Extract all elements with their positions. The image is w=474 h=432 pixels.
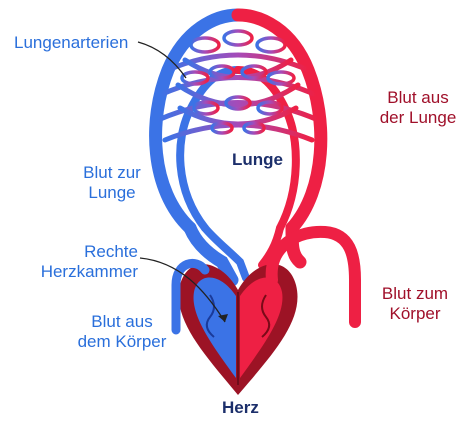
label-blut-aus-dem-koerper: Blut aus dem Körper [72, 312, 172, 353]
lung-network [149, 8, 328, 235]
label-blut-zur-lunge-line2: Lunge [88, 183, 136, 203]
pulmonary-artery-trunk [183, 221, 239, 287]
pointer-rechte-herzkammer [139, 257, 226, 323]
pointer-lungenarterien [137, 41, 187, 79]
label-blut-zur-lunge-line1: Blut zur [83, 163, 141, 182]
label-blut-aus-lunge-line1: Blut aus [387, 88, 449, 107]
label-blut-aus-der-lunge: Blut aus der Lunge [368, 88, 468, 129]
label-blut-aus-koerper-line2: dem Körper [77, 332, 167, 352]
label-rechte-line2: Herzkammer [40, 262, 138, 282]
pulmonary-artery-outer-arc [149, 8, 245, 235]
heart [178, 264, 298, 395]
capillary-loops [155, 52, 321, 143]
label-rechte-herzkammer: Rechte Herzkammer [30, 242, 138, 283]
capillary-ellipses [180, 29, 296, 135]
vena-cava [171, 258, 210, 335]
right-side-chamber [193, 277, 236, 378]
label-herz: Herz [222, 398, 259, 417]
label-blut-aus-lunge-line2: der Lunge [379, 108, 457, 128]
label-blut-zum-koerper-line2: Körper [389, 304, 441, 324]
label-blut-zum-koerper-line1: Blut zum [381, 284, 449, 303]
label-rechte-line1: Rechte [84, 242, 138, 261]
label-blut-zum-koerper: Blut zum Körper [370, 284, 460, 325]
label-blut-aus-koerper-line1: Blut aus [91, 312, 153, 331]
label-lungenarterien: Lungenarterien [14, 33, 129, 52]
pulmonary-vein-trunk [285, 221, 307, 269]
aorta [265, 225, 361, 328]
left-side-chamber [240, 277, 283, 378]
label-lunge: Lunge [232, 150, 283, 169]
label-blut-zur-lunge: Blut zur Lunge [72, 163, 152, 204]
pulmonary-vein-outer-arc [231, 8, 328, 235]
